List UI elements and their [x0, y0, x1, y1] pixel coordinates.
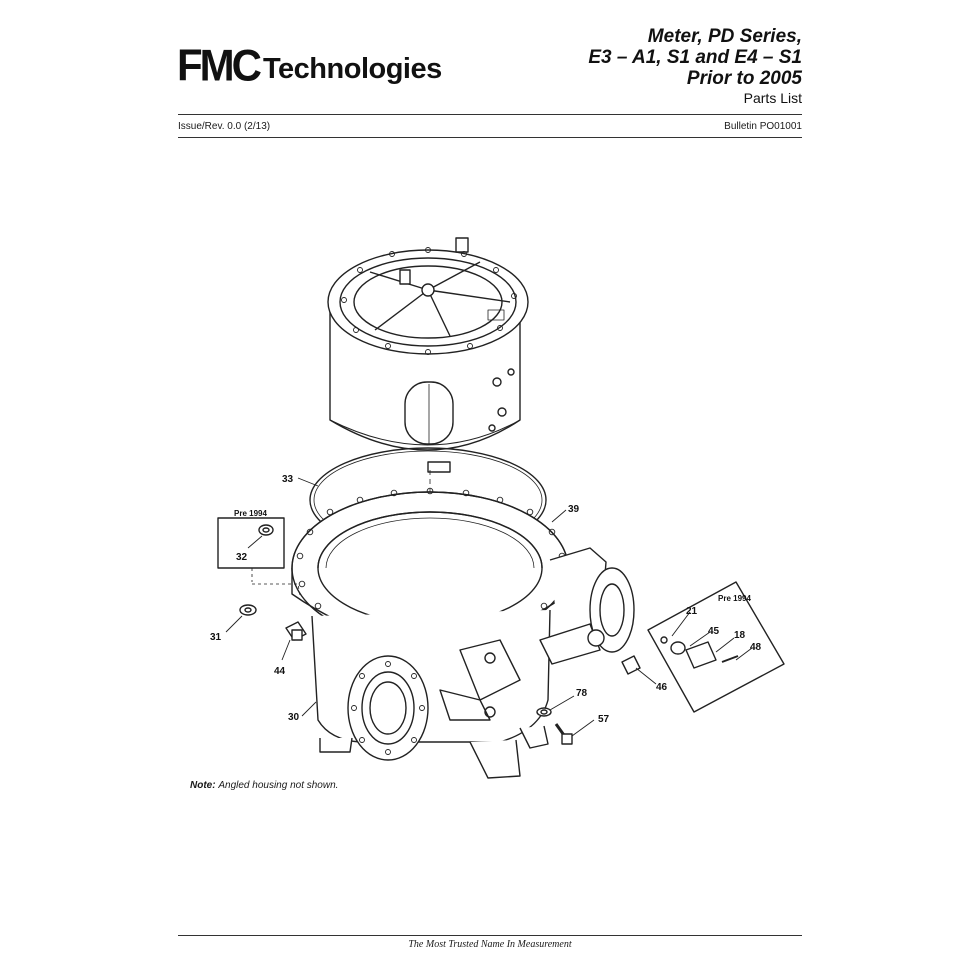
header-rule-top	[178, 114, 802, 115]
bulletin-number: Bulletin PO01001	[724, 121, 802, 132]
nut-31	[239, 604, 257, 616]
callout-78: 78	[576, 688, 588, 699]
title-line-2: E3 – A1, S1 and E4 – S1	[588, 47, 802, 68]
inset-label-pre-1994-left: Pre 1994	[234, 509, 267, 518]
meter-cover-assembly	[327, 237, 529, 473]
callout-33: 33	[282, 474, 294, 485]
callout-18: 18	[734, 630, 746, 641]
title-line-1: Meter, PD Series,	[647, 26, 802, 47]
plug-46	[621, 655, 641, 675]
drawing-note: Note: Angled housing not shown.	[190, 780, 338, 791]
note-label: Note:	[190, 780, 216, 791]
callout-48: 48	[750, 642, 762, 653]
title-line-3: Prior to 2005	[686, 68, 802, 89]
bolt-57	[554, 723, 573, 745]
footer-rule	[178, 935, 802, 936]
issue-revision: Issue/Rev. 0.0 (2/13)	[178, 121, 271, 132]
callout-45: 45	[708, 626, 720, 637]
housing-body-30	[311, 547, 635, 779]
callout-44: 44	[274, 666, 286, 677]
callout-21: 21	[686, 606, 698, 617]
note-text: Angled housing not shown.	[218, 780, 339, 791]
logo-mark: FMC	[177, 40, 262, 91]
callout-30: 30	[288, 712, 300, 723]
subtitle: Parts List	[743, 90, 802, 106]
header-rule-bottom	[178, 137, 802, 138]
plug-44	[285, 621, 307, 641]
washer-78	[536, 707, 552, 717]
inset-label-pre-1994-right: Pre 1994	[718, 594, 751, 603]
inset-box-32	[217, 517, 301, 597]
inset-box-21-45-18-48	[647, 581, 785, 713]
callout-32: 32	[236, 552, 248, 563]
footer-tagline: The Most Trusted Name In Measurement	[408, 939, 572, 950]
document-title-block: Meter, PD Series, E3 – A1, S1 and E4 – S…	[588, 26, 802, 107]
callout-39: 39	[568, 504, 580, 515]
callout-57: 57	[598, 714, 610, 725]
callout-31: 31	[210, 632, 222, 643]
fmc-technologies-logo: FMC Technologies	[177, 40, 442, 91]
logo-word: Technologies	[262, 53, 442, 85]
callout-46: 46	[656, 682, 668, 693]
